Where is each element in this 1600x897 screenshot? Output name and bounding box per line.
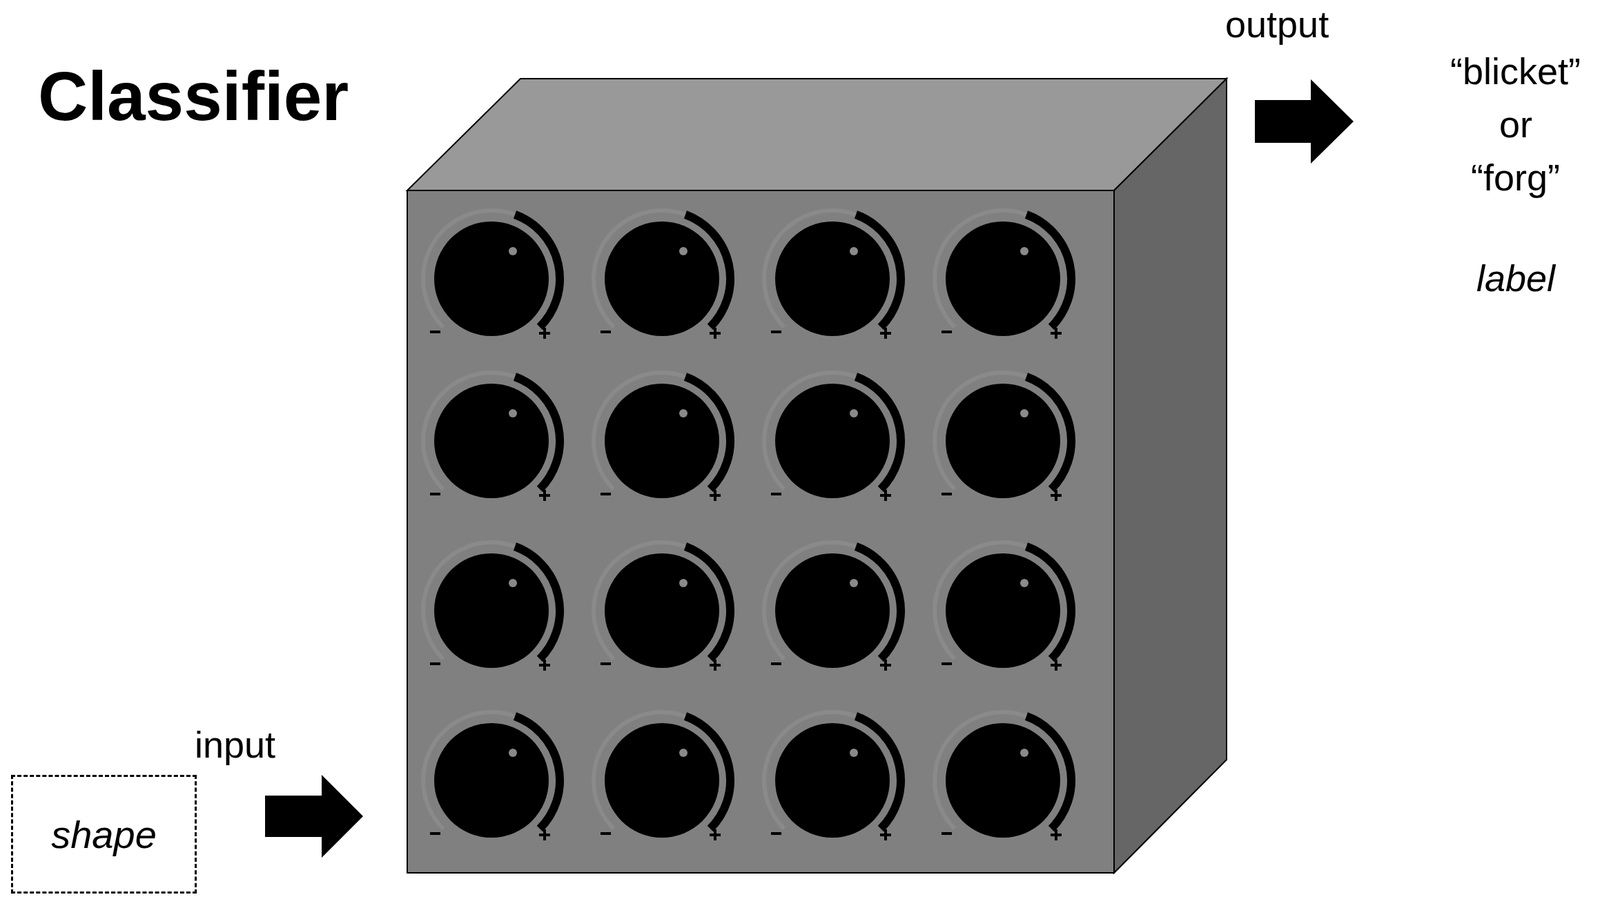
cube-top [407,78,1227,191]
input-arrow [265,775,364,858]
input-box: shape [11,775,197,894]
output-label: output [1225,2,1329,46]
label-caption: label [1476,256,1556,300]
output-arrow [1254,79,1354,164]
cube-side [1114,78,1227,874]
cube-front [407,190,1115,874]
class-name: “blicket” [1450,49,1581,93]
class-name: “forg” [1470,155,1560,199]
input-text: shape [51,812,157,858]
diagram-title: Classifier [37,56,349,136]
knob-grid [423,210,1072,841]
connective: or [1499,102,1533,146]
input-label: input [194,723,276,767]
